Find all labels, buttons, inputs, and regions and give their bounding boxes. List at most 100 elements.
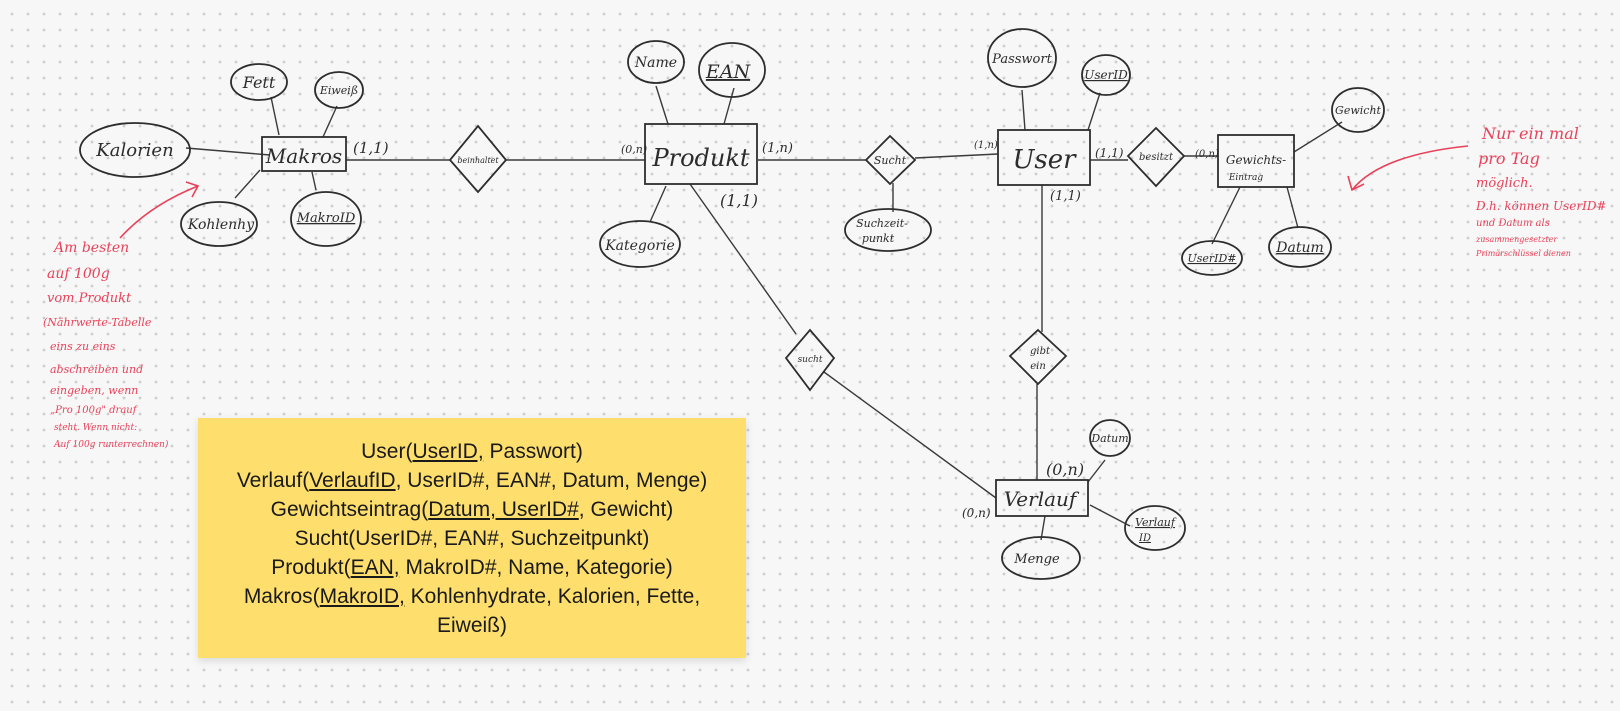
- relationship-sucht-top: Sucht: [864, 134, 917, 186]
- attr-suchzeitpunkt: Suchzeit- punkt: [844, 208, 932, 252]
- annotation-right: Nur ein mal pro Tag möglich. D.h. können…: [1347, 124, 1607, 258]
- cardinality-user-besitzt: (1,1): [1095, 146, 1124, 160]
- schema-user: User(UserID, Passwort): [361, 437, 583, 466]
- annotation-right-line-7: Primärschlüssel dienen: [1475, 249, 1571, 258]
- cardinality-verlauf-gibt: (0,n): [1046, 460, 1084, 479]
- annotation-right-line-6: zusammengesetzter: [1475, 235, 1558, 244]
- attr-gewicht-label: Gewicht: [1335, 104, 1381, 117]
- annotation-right-line-3: möglich.: [1476, 176, 1533, 191]
- entity-user: User: [997, 129, 1091, 186]
- attr-eiweiss: Eiweiß: [314, 71, 364, 109]
- cardinality-makros-beinhaltet: (1,1): [353, 139, 389, 157]
- attr-menge-label: Menge: [1013, 552, 1060, 567]
- relationship-sucht-top-label: Sucht: [874, 154, 907, 167]
- attr-datum-verlauf: Datum: [1089, 419, 1131, 457]
- annotation-left-line-9: steht. Wenn nicht:: [54, 423, 137, 433]
- annotation-left-line-6: abschreiben und: [50, 363, 143, 376]
- attr-suchzeitpunkt-label-1: Suchzeit-: [856, 217, 908, 230]
- annotation-left-line-3: vom Produkt: [47, 291, 132, 306]
- entity-gewichtseintrag-label-1: Gewichts-: [1226, 153, 1286, 167]
- schema-gewichtseintrag-name: Gewichtseintrag(: [270, 497, 429, 521]
- schema-makros-rest2: Eiweiß): [436, 613, 507, 637]
- attr-kalorien: Kalorien: [79, 122, 191, 178]
- relationship-sucht-diag-label: sucht: [798, 355, 823, 365]
- relationship-gibt-ein-label-1: gibt: [1030, 346, 1051, 357]
- cardinality-user-sucht: (1,n): [974, 140, 998, 151]
- attr-datum-verlauf-label: Datum: [1090, 432, 1128, 445]
- entity-gewichtseintrag: Gewichts- Eintrag: [1217, 134, 1295, 188]
- annotation-left: Am besten auf 100g vom Produkt (Nährwert…: [43, 181, 200, 450]
- attr-verlaufid: Verlauf ID: [1124, 505, 1186, 551]
- schema-user-name: User(: [361, 439, 413, 463]
- attr-datum-label: Datum: [1275, 240, 1324, 256]
- cardinality-produkt-sucht: (1,n): [762, 141, 793, 156]
- relational-schema-note: User(UserID, Passwort) Verlauf(VerlaufID…: [198, 418, 746, 658]
- annotation-right-line-5: und Datum als: [1476, 218, 1550, 229]
- attr-fett: Fett: [230, 63, 288, 101]
- schema-verlauf-rest: , UserID#, EAN#, Datum, Menge): [395, 468, 708, 492]
- relationship-besitzt-label: besitzt: [1139, 152, 1174, 163]
- schema-gewichtseintrag-rest: , Gewicht): [578, 497, 674, 521]
- annotation-left-line-1: Am besten: [52, 240, 129, 256]
- attr-makroid: MakroID: [290, 191, 362, 247]
- schema-gewichtseintrag: Gewichtseintrag(Datum, UserID#, Gewicht): [271, 495, 674, 524]
- attr-userid-fk: UserID#: [1181, 240, 1243, 276]
- attr-gewicht: Gewicht: [1331, 87, 1385, 133]
- schema-makros: Makros(MakroID, Kohlenhydrate, Kalorien,…: [244, 582, 700, 611]
- relationship-gibt-ein: gibt ein: [1008, 328, 1068, 386]
- schema-verlauf-name: Verlauf(: [236, 468, 310, 492]
- schema-makros-key: MakroID,: [319, 584, 405, 608]
- annotation-left-line-8: „Pro 100g" drauf: [50, 405, 139, 416]
- relationship-gibt-ein-label-2: ein: [1030, 361, 1046, 372]
- annotation-left-line-2: auf 100g: [47, 266, 110, 282]
- schema-makros-name: Makros(: [243, 584, 320, 608]
- attr-ean-label: EAN: [705, 61, 752, 83]
- edges: [185, 85, 1343, 541]
- cardinality-verlauf-sucht: (0,n): [962, 506, 991, 520]
- entity-produkt-label: Produkt: [651, 144, 749, 172]
- entity-gewichtseintrag-label-2: Eintrag: [1228, 173, 1264, 183]
- relationship-sucht-diag: sucht: [784, 328, 836, 392]
- attr-kohlenhydrate: Kohlenhy: [180, 201, 258, 247]
- attr-fett-label: Fett: [242, 73, 276, 92]
- entity-verlauf-label: Verlauf: [1004, 487, 1080, 511]
- attr-kalorien-label: Kalorien: [95, 140, 173, 161]
- schema-produkt: Produkt(EAN, MakroID#, Name, Kategorie): [271, 553, 673, 582]
- attr-menge: Menge: [1001, 536, 1081, 580]
- attr-passwort-label: Passwort: [991, 52, 1052, 67]
- attr-userid-fk-label: UserID#: [1187, 252, 1236, 265]
- cardinality-produkt-sucht-diag: (1,1): [720, 191, 758, 210]
- attr-name: Name: [627, 40, 685, 84]
- annotation-left-line-5: eins zu eins: [50, 340, 116, 353]
- schema-produkt-rest: MakroID#, Name, Kategorie): [399, 555, 673, 579]
- attr-userid-label: UserID: [1084, 68, 1128, 82]
- attr-userid: UserID: [1081, 54, 1131, 96]
- entity-user-label: User: [1012, 145, 1077, 175]
- attr-kategorie: Kategorie: [599, 220, 681, 268]
- annotation-right-line-4: D.h. können UserID#: [1475, 199, 1607, 213]
- annotation-left-line-10: Auf 100g runterrechnen): [53, 439, 169, 450]
- relationship-beinhaltet-label: beinhaltet: [457, 156, 499, 165]
- attr-verlaufid-label-2: ID: [1138, 533, 1151, 544]
- schema-produkt-name: Produkt(: [271, 555, 351, 579]
- entity-makros-label: Makros: [265, 144, 342, 168]
- attr-kategorie-label: Kategorie: [604, 238, 675, 254]
- entity-makros: Makros: [261, 136, 347, 172]
- annotation-right-line-1: Nur ein mal: [1481, 124, 1579, 143]
- attr-datum: Datum: [1268, 226, 1332, 268]
- attr-makroid-label: MakroID: [296, 211, 356, 226]
- entity-verlauf: Verlauf: [995, 479, 1089, 517]
- attr-suchzeitpunkt-label-2: punkt: [862, 232, 895, 245]
- cardinalities: (1,1) (0,n) (1,n) (1,n) (1,1) (0,n) (1,1…: [353, 139, 1219, 520]
- schema-gewichtseintrag-key: Datum, UserID#: [428, 497, 579, 521]
- attr-eiweiss-label: Eiweiß: [319, 84, 358, 97]
- schema-makros-rest: Kohlenhydrate, Kalorien, Fette,: [404, 584, 701, 608]
- attr-passwort: Passwort: [987, 28, 1057, 88]
- cardinality-produkt-beinhaltet: (0,n): [621, 143, 647, 156]
- attr-verlaufid-label-1: Verlauf: [1135, 516, 1177, 529]
- entity-produkt: Produkt: [644, 123, 758, 185]
- cardinality-gewicht-besitzt: (0,n): [1195, 149, 1219, 160]
- annotation-left-line-4: (Nährwerte-Tabelle: [43, 316, 152, 329]
- attr-name-label: Name: [634, 55, 677, 71]
